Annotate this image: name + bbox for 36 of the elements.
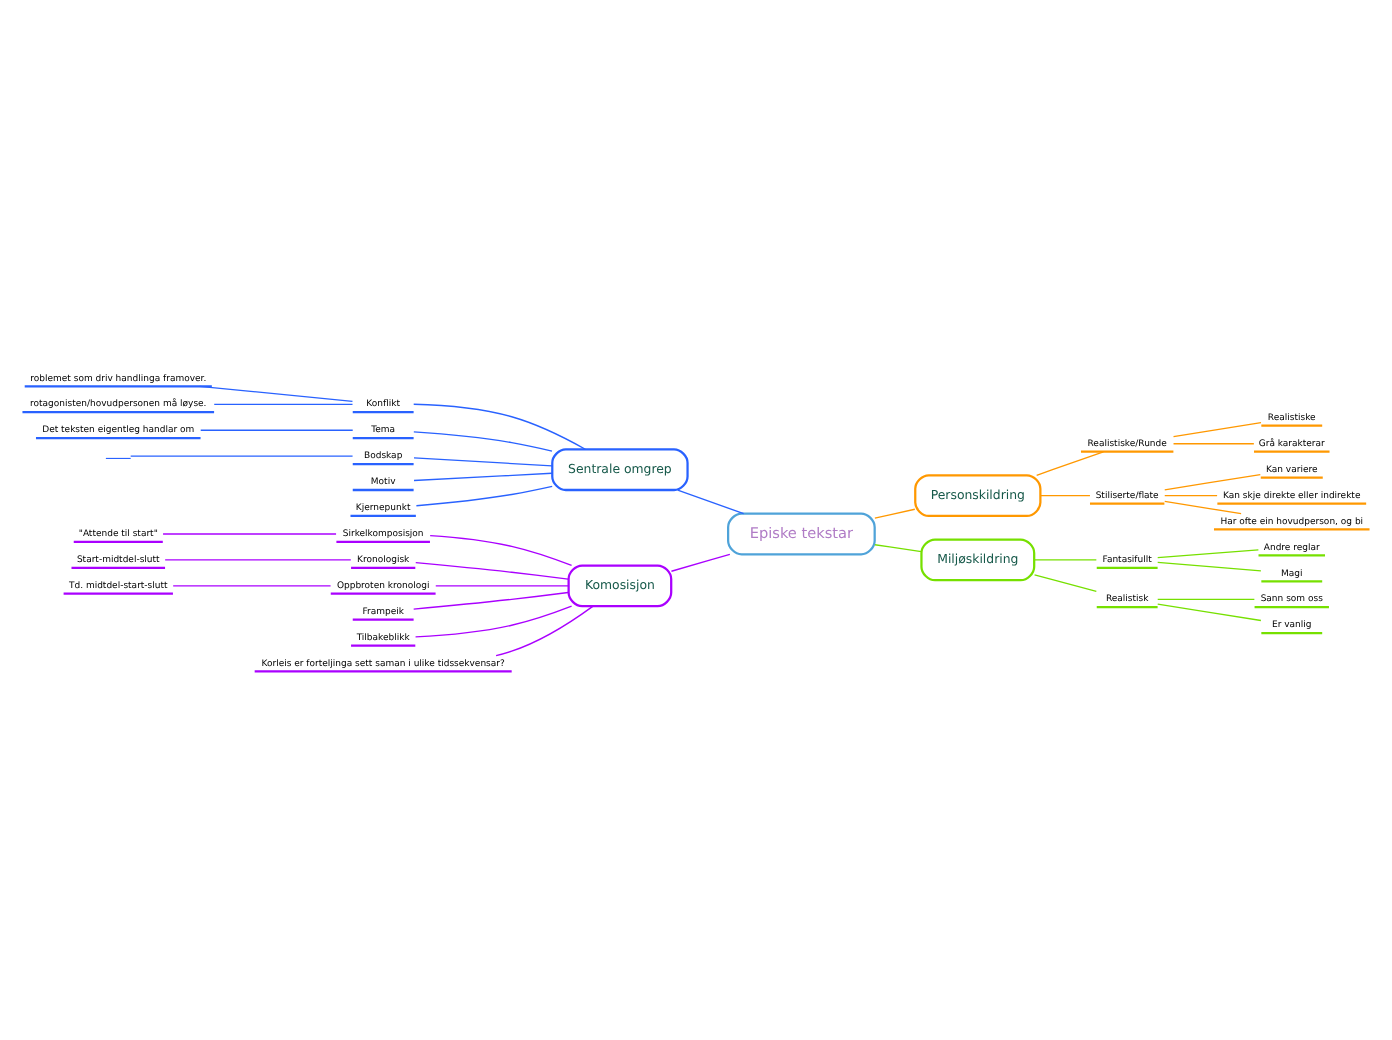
connector xyxy=(413,402,586,449)
connector xyxy=(874,507,916,518)
connector xyxy=(172,584,332,586)
connector xyxy=(1036,450,1105,475)
connector xyxy=(198,384,354,402)
connector xyxy=(415,484,553,506)
connector xyxy=(164,558,352,560)
connector xyxy=(1164,493,1218,496)
connector xyxy=(1157,560,1262,571)
connector xyxy=(413,471,553,481)
connector xyxy=(1033,558,1097,560)
connector xyxy=(413,430,553,451)
connector xyxy=(1157,602,1262,621)
connector xyxy=(1039,493,1091,496)
connector xyxy=(1172,442,1255,444)
connector xyxy=(435,584,569,586)
connector xyxy=(162,532,337,534)
connector xyxy=(413,590,569,609)
connector xyxy=(413,456,553,466)
connector xyxy=(429,533,573,566)
connector xyxy=(1157,548,1260,558)
connector xyxy=(200,428,354,430)
connector xyxy=(415,561,569,579)
connector xyxy=(1033,573,1097,592)
connector xyxy=(677,488,745,514)
node-bar xyxy=(105,456,132,458)
connector xyxy=(130,454,354,456)
connector xyxy=(1164,472,1261,490)
connector xyxy=(1157,597,1256,600)
connector xyxy=(414,604,573,637)
connector xyxy=(495,604,594,656)
connector xyxy=(213,402,354,404)
connector xyxy=(1172,420,1262,437)
connector xyxy=(1164,499,1242,514)
connector xyxy=(670,552,731,571)
connector xyxy=(874,543,922,552)
